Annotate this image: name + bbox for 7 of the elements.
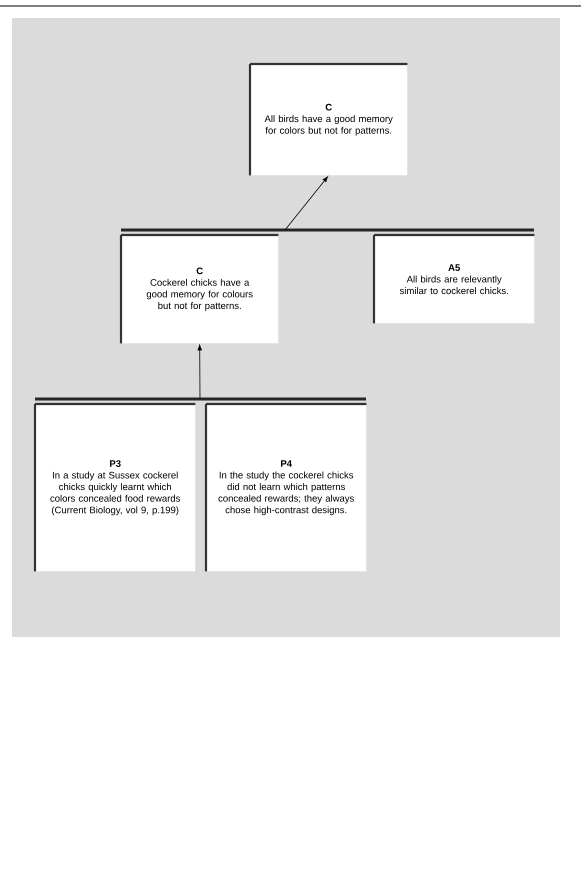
argument-box: A5 All birds are relevantly similar to cockerel chicks. (372, 234, 534, 324)
argument-box: C All birds have a good memory for colors but not for patterns. (248, 62, 408, 176)
arrow (121, 176, 534, 232)
argument-box: P4 In the study the cockerel chicks did not learn which patterns concealed rewards; they always chose high-contrast designs. (204, 402, 366, 572)
argument-box: P3 In a study at Sussex cockerel chicks quickly learnt which colors concealed food rewards (Current Biology, vol 9, p.199) (34, 402, 196, 572)
argument-box: C Cockerel chicks have a good memory for colours but not for patterns. (120, 234, 278, 344)
arrow (35, 344, 366, 400)
